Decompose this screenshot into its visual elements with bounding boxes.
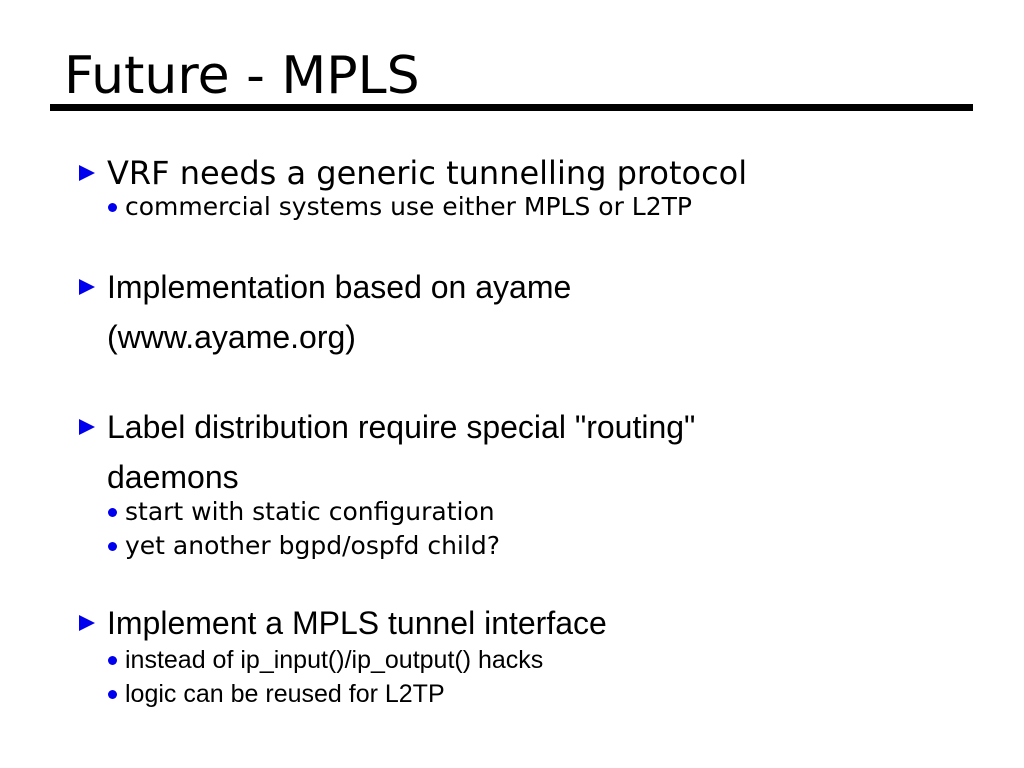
bullet-triangle-icon [79, 165, 95, 181]
bullet-item: Label distribution require special "rout… [79, 402, 695, 502]
bullet-text: Implementation based on ayame [107, 269, 572, 305]
bullet-item: VRF needs a generic tunnelling protocol [79, 148, 747, 198]
sub-bullet-item: yet another bgpd/ospfd child? [108, 529, 500, 563]
bullet-dot-icon [108, 656, 117, 665]
bullet-text-continued: daemons [107, 459, 239, 495]
bullet-text-continued: (www.ayame.org) [107, 319, 356, 355]
bullet-triangle-icon [79, 615, 95, 631]
sub-bullet-text: start with static configuration [125, 497, 495, 526]
sub-bullet-item: instead of ip_input()/ip_output() hacks [108, 643, 543, 677]
bullet-item: Implement a MPLS tunnel interface [79, 598, 607, 648]
sub-bullet-text: instead of ip_input()/ip_output() hacks [125, 646, 544, 674]
bullet-text: Label distribution require special "rout… [107, 409, 696, 445]
bullet-dot-icon [108, 508, 117, 517]
bullet-item: Implementation based on ayame (www.ayame… [79, 262, 571, 362]
bullet-text: VRF needs a generic tunnelling protocol [107, 154, 748, 192]
bullet-dot-icon [108, 542, 117, 551]
sub-bullet-item: commercial systems use either MPLS or L2… [108, 190, 692, 224]
sub-bullet-item: logic can be reused for L2TP [108, 677, 445, 711]
bullet-triangle-icon [79, 279, 95, 295]
title-underline [50, 104, 973, 111]
bullet-dot-icon [108, 203, 117, 212]
sub-bullet-text: logic can be reused for L2TP [125, 680, 445, 708]
sub-bullet-text: yet another bgpd/ospfd child? [125, 531, 500, 560]
page-title: Future - MPLS [64, 46, 420, 106]
sub-bullet-text: commercial systems use either MPLS or L2… [125, 192, 692, 221]
bullet-triangle-icon [79, 419, 95, 435]
bullet-dot-icon [108, 690, 117, 699]
bullet-text: Implement a MPLS tunnel interface [107, 605, 607, 641]
sub-bullet-item: start with static configuration [108, 495, 495, 529]
